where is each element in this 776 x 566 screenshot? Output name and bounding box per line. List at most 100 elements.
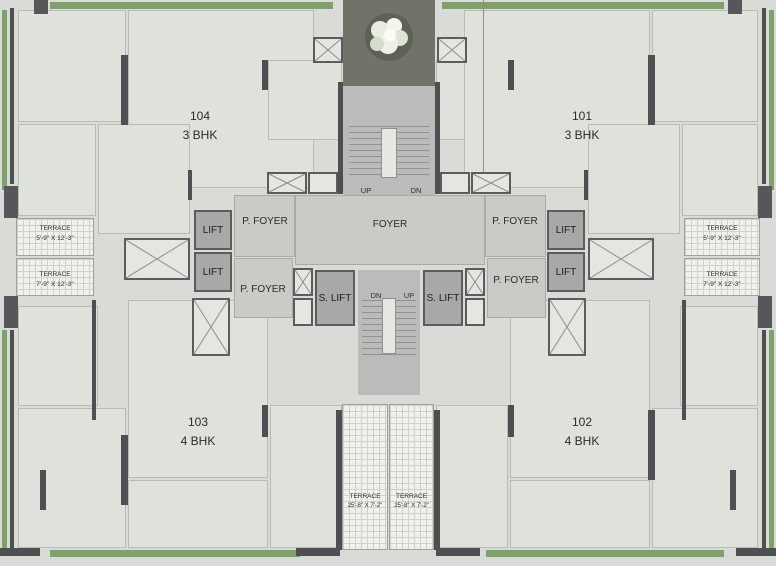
wall xyxy=(436,548,480,556)
foyer-label: FOYER xyxy=(372,219,408,230)
staircase-lower xyxy=(358,270,420,395)
room-101-bedroom-b xyxy=(682,124,758,216)
staircase-upper xyxy=(343,86,435,195)
terrace-size: 5'-9" X 12'-3" xyxy=(36,235,74,242)
service-lift-right: S. LIFT xyxy=(423,270,463,326)
wall xyxy=(648,410,655,480)
terrace-label: TERRACE xyxy=(706,271,738,278)
wall xyxy=(121,435,128,505)
terrace-size: 25'-8" X 7'-2" xyxy=(394,503,429,509)
duct-shaft xyxy=(293,298,313,326)
planter-right-upper xyxy=(769,10,774,190)
wall xyxy=(762,330,766,550)
room-101-bedroom-a xyxy=(652,10,758,122)
terrace-right-lower xyxy=(684,258,760,296)
stair-up-label-upper: UP xyxy=(360,186,372,195)
pillar xyxy=(4,186,18,218)
wall xyxy=(92,300,96,420)
wall xyxy=(730,470,736,510)
p-foyer-label-102: P. FOYER xyxy=(493,275,539,286)
room-103-kitchen xyxy=(270,405,342,548)
p-foyer-103 xyxy=(234,258,293,318)
p-foyer-102 xyxy=(487,258,546,318)
wall xyxy=(434,410,440,550)
p-foyer-104 xyxy=(234,195,295,257)
service-lift-left: S. LIFT xyxy=(315,270,355,326)
wall xyxy=(10,330,14,550)
pillar xyxy=(34,0,48,14)
wall xyxy=(10,8,14,184)
terrace-bottom-right xyxy=(389,404,434,550)
terrace-label: TERRACE xyxy=(706,225,738,232)
p-foyer-label-101: P. FOYER xyxy=(492,216,538,227)
terrace-label: TERRACE xyxy=(39,225,71,232)
terrace-size: 7'-9" X 12'-3" xyxy=(36,281,74,288)
stair-up-label-lower: UP xyxy=(403,291,415,300)
planter-bottom-left xyxy=(50,550,300,557)
wall xyxy=(296,548,340,556)
room-101-utility xyxy=(588,124,680,234)
pillar xyxy=(728,0,742,14)
duct-shaft xyxy=(440,172,470,194)
room-102-kitchen xyxy=(436,405,508,548)
planter-left-lower xyxy=(2,330,7,555)
planter-right-lower xyxy=(769,330,774,555)
pillar xyxy=(758,186,772,218)
wall xyxy=(262,60,268,90)
planter-top-right xyxy=(442,2,724,9)
wall xyxy=(648,55,655,125)
p-foyer-101 xyxy=(485,195,546,257)
tree-icon xyxy=(360,8,418,66)
terrace-size: 7'-9" X 12'-3" xyxy=(703,281,741,288)
room-104-utility xyxy=(98,124,190,234)
terrace-label: TERRACE xyxy=(39,271,71,278)
wall xyxy=(584,170,588,200)
unit-number-103: 103 xyxy=(187,415,209,429)
wall xyxy=(121,55,128,125)
duct-shaft xyxy=(465,298,485,326)
wall xyxy=(435,82,440,194)
unit-number-101: 101 xyxy=(571,109,593,123)
lift-left-upper: LIFT xyxy=(194,210,232,250)
lift-right-upper: LIFT xyxy=(547,210,585,250)
room-103-bedroom-b xyxy=(18,408,126,548)
wall xyxy=(508,405,514,437)
wall xyxy=(338,82,343,194)
wall xyxy=(0,548,40,556)
duct-shaft xyxy=(308,172,338,194)
terrace-right-upper xyxy=(684,218,760,256)
room-103-bedroom-c xyxy=(128,480,268,548)
wall xyxy=(682,300,686,420)
unit-type-104: 3 BHK xyxy=(182,128,218,142)
p-foyer-label-104: P. FOYER xyxy=(242,216,288,227)
wall xyxy=(762,8,766,184)
wall xyxy=(508,60,514,90)
unit-type-102: 4 BHK xyxy=(564,434,600,448)
wall xyxy=(40,470,46,510)
planter-left-upper xyxy=(2,10,7,190)
room-102-bedroom-a xyxy=(680,306,758,406)
room-104-bedroom-b xyxy=(18,124,96,216)
wall xyxy=(336,410,342,550)
p-foyer-label-103: P. FOYER xyxy=(240,284,286,295)
wall xyxy=(262,405,268,437)
planter-bottom-right xyxy=(486,550,724,557)
stair-down-label-lower: DN xyxy=(370,291,382,300)
unit-number-104: 104 xyxy=(189,109,211,123)
centre-line xyxy=(483,0,484,186)
unit-type-103: 4 BHK xyxy=(180,434,216,448)
unit-number-102: 102 xyxy=(571,415,593,429)
terrace-bottom-left xyxy=(342,404,388,550)
room-104-kitchen xyxy=(268,60,342,140)
main-foyer xyxy=(295,195,485,265)
room-104-bedroom-a xyxy=(18,10,126,122)
wall xyxy=(736,548,776,556)
terrace-label: TERRACE xyxy=(395,493,428,500)
terrace-size: 5'-9" X 12'-3" xyxy=(703,235,741,242)
room-103-bedroom-a xyxy=(18,306,98,406)
pillar xyxy=(758,296,772,328)
wall xyxy=(188,170,192,200)
room-102-bedroom-c xyxy=(510,480,650,548)
